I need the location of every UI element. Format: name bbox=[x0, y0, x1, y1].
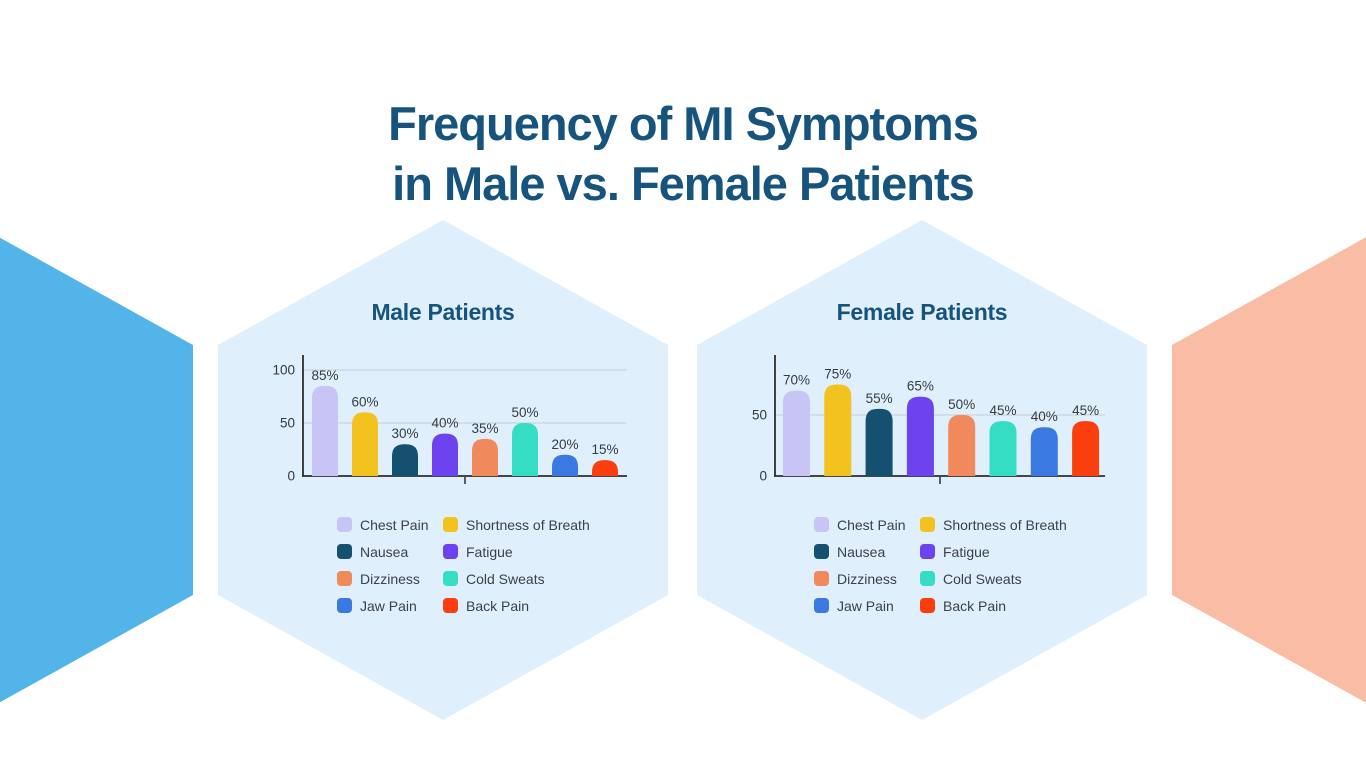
legend-swatch-icon bbox=[920, 598, 935, 613]
legend-label: Nausea bbox=[360, 543, 409, 560]
bar-male-1 bbox=[352, 412, 378, 476]
y-axis-tick-label: 50 bbox=[752, 408, 767, 423]
bar-value-label: 15% bbox=[591, 442, 618, 457]
male-chart-title: Male Patients bbox=[371, 299, 515, 325]
bar-female-7 bbox=[1072, 421, 1100, 476]
legend-label: Fatigue bbox=[943, 543, 990, 560]
bar-value-label: 30% bbox=[391, 426, 418, 441]
bar-male-2 bbox=[392, 444, 418, 476]
bar-value-label: 75% bbox=[824, 367, 851, 382]
bar-value-label: 40% bbox=[1031, 409, 1058, 424]
y-axis-tick-label: 50 bbox=[280, 416, 295, 431]
bar-male-7 bbox=[592, 460, 618, 476]
bar-female-3 bbox=[906, 396, 934, 476]
legend-item: Chest Pain bbox=[814, 516, 920, 533]
page-title: Frequency of MI Symptoms in Male vs. Fem… bbox=[0, 94, 1366, 214]
female-chart-title: Female Patients bbox=[836, 299, 1008, 325]
legend-swatch-icon bbox=[920, 544, 935, 559]
bar-female-0 bbox=[783, 390, 810, 476]
legend-item: Shortness of Breath bbox=[920, 516, 1067, 533]
bar-female-2 bbox=[865, 408, 893, 476]
legend-label: Chest Pain bbox=[837, 516, 906, 533]
legend-swatch-icon bbox=[337, 598, 352, 613]
bar-value-label: 70% bbox=[783, 373, 810, 388]
legend-item: Shortness of Breath bbox=[443, 516, 590, 533]
bar-value-label: 40% bbox=[431, 416, 458, 431]
legend-item: Cold Sweats bbox=[920, 570, 1067, 587]
bar-value-label: 20% bbox=[551, 437, 578, 452]
page-title-line2: in Male vs. Female Patients bbox=[392, 157, 975, 211]
legend-item: Back Pain bbox=[443, 597, 590, 614]
legend-item: Chest Pain bbox=[337, 516, 443, 533]
legend-swatch-icon bbox=[337, 571, 352, 586]
legend-swatch-icon bbox=[814, 598, 829, 613]
bar-female-4 bbox=[948, 415, 976, 476]
bar-male-4 bbox=[472, 438, 498, 476]
legend-label: Dizziness bbox=[360, 570, 420, 587]
legend-label: Jaw Pain bbox=[837, 597, 894, 614]
legend-item: Back Pain bbox=[920, 597, 1067, 614]
bar-female-5 bbox=[989, 421, 1017, 476]
male-bar-chart: 0 50 100 85% 60% 30% 40% 35% 50% 20% 15% bbox=[272, 355, 627, 484]
bar-value-label: 55% bbox=[866, 391, 893, 406]
y-axis-tick-label: 100 bbox=[272, 363, 295, 378]
y-axis-tick-label: 0 bbox=[287, 469, 295, 484]
bar-male-0 bbox=[312, 385, 338, 476]
bar-value-label: 50% bbox=[511, 405, 538, 420]
bar-value-label: 60% bbox=[351, 394, 378, 409]
bar-male-6 bbox=[552, 454, 578, 476]
bar-male-3 bbox=[432, 433, 458, 476]
bar-value-label: 65% bbox=[907, 379, 934, 394]
legend-label: Back Pain bbox=[466, 597, 530, 614]
legend-label: Shortness of Breath bbox=[943, 516, 1067, 533]
legend-swatch-icon bbox=[443, 571, 458, 586]
legend-swatch-icon bbox=[814, 571, 829, 586]
legend-swatch-icon bbox=[814, 544, 829, 559]
bar-value-label: 35% bbox=[471, 421, 498, 436]
legend-item: Jaw Pain bbox=[337, 597, 443, 614]
legend-item: Dizziness bbox=[337, 570, 443, 587]
legend-swatch-icon bbox=[337, 517, 352, 532]
bar-male-5 bbox=[512, 423, 538, 476]
legend-item: Nausea bbox=[337, 543, 443, 560]
legend-label: Jaw Pain bbox=[360, 597, 417, 614]
legend-item: Fatigue bbox=[443, 543, 590, 560]
legend-item: Cold Sweats bbox=[443, 570, 590, 587]
legend-swatch-icon bbox=[443, 517, 458, 532]
legend-label: Back Pain bbox=[943, 597, 1007, 614]
bar-value-label: 45% bbox=[989, 403, 1016, 418]
legend-label: Dizziness bbox=[837, 570, 897, 587]
legend-label: Cold Sweats bbox=[943, 570, 1022, 587]
page-title-line1: Frequency of MI Symptoms bbox=[388, 97, 979, 151]
legend-swatch-icon bbox=[443, 544, 458, 559]
legend-swatch-icon bbox=[337, 544, 352, 559]
legend-item: Dizziness bbox=[814, 570, 920, 587]
bar-female-1 bbox=[824, 384, 852, 476]
legend-item: Fatigue bbox=[920, 543, 1067, 560]
bar-value-label: 50% bbox=[948, 397, 975, 412]
legend-swatch-icon bbox=[920, 517, 935, 532]
y-axis-tick-label: 0 bbox=[759, 469, 767, 484]
legend-swatch-icon bbox=[920, 571, 935, 586]
female-bar-chart: 0 50 70% 75% 55% 65% 50% 45% 40% 45% bbox=[752, 355, 1105, 484]
legend-item: Jaw Pain bbox=[814, 597, 920, 614]
bar-female-6 bbox=[1030, 427, 1058, 476]
legend-label: Cold Sweats bbox=[466, 570, 545, 587]
legend-swatch-icon bbox=[814, 517, 829, 532]
bar-value-label: 85% bbox=[311, 368, 338, 383]
legend-label: Chest Pain bbox=[360, 516, 429, 533]
bar-value-label: 45% bbox=[1072, 403, 1099, 418]
legend-label: Shortness of Breath bbox=[466, 516, 590, 533]
legend-label: Nausea bbox=[837, 543, 886, 560]
legend-swatch-icon bbox=[443, 598, 458, 613]
legend-item: Nausea bbox=[814, 543, 920, 560]
legend-label: Fatigue bbox=[466, 543, 513, 560]
